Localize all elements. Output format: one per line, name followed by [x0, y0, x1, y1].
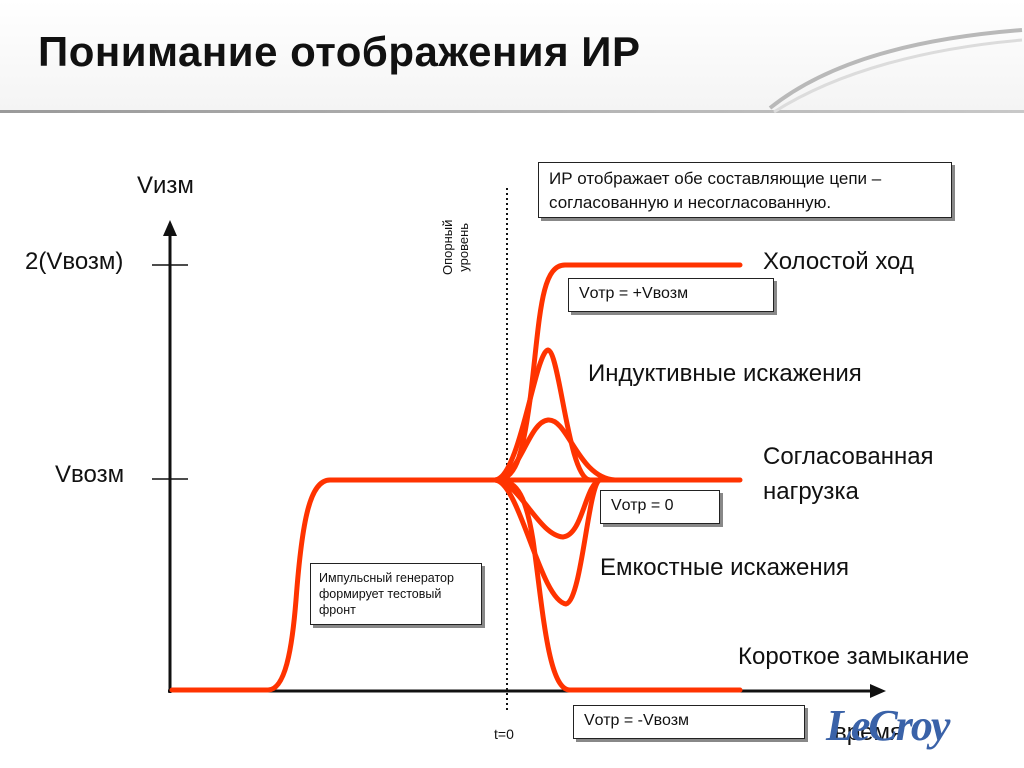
- trace-capacitive-large: [492, 477, 603, 607]
- curve-label-capacitive: Емкостные искажения: [600, 554, 849, 581]
- trace-capacitive-small: [492, 477, 603, 540]
- reference-level-line1: Опорный: [440, 219, 455, 275]
- page-title: Понимание отображения ИР: [38, 28, 641, 75]
- tick-label-v: Vвозм: [55, 461, 125, 488]
- curve-label-inductive: Индуктивные искажения: [588, 360, 862, 387]
- v-open-box: Vотр = +Vвозм: [568, 278, 774, 312]
- curve-label-matched-1: Согласованная: [763, 443, 934, 470]
- y-axis-arrow-icon: [163, 220, 177, 236]
- generator-box: Импульсный генератор формирует тестовый …: [310, 563, 482, 625]
- trace-incident-step: [169, 477, 498, 693]
- generator-box-line3: фронт: [319, 603, 356, 617]
- v-open-text: Vотр = +Vвозм: [579, 285, 689, 302]
- tick-label-2v: 2(Vвозм): [25, 248, 124, 275]
- reference-level-label: Опорный уровень: [440, 220, 472, 275]
- y-axis-label: Vизм: [137, 172, 194, 199]
- v-short-box: Vотр = -Vвозм: [573, 705, 805, 739]
- v-matched-box: Vотр = 0: [600, 490, 720, 524]
- reference-level-line2: уровень: [456, 222, 471, 272]
- trace-inductive-large: [492, 347, 593, 483]
- v-short-text: Vотр = -Vвозм: [584, 712, 690, 729]
- curve-label-open: Холостой ход: [763, 248, 914, 275]
- x-axis-label: время: [834, 719, 903, 746]
- v-matched-text: Vотр = 0: [611, 497, 674, 514]
- t0-label: t=0: [494, 726, 514, 742]
- curve-label-matched-2: нагрузка: [763, 478, 859, 505]
- x-axis-arrow-icon: [870, 684, 886, 698]
- info-box: ИР отображает обе составляющие цепи – со…: [538, 162, 952, 218]
- swoosh-decoration-icon: [768, 28, 1023, 114]
- header-band: [0, 0, 1024, 112]
- generator-box-line1: Импульсный генератор: [319, 571, 454, 585]
- info-box-line2: согласованную и несогласованную.: [549, 193, 832, 212]
- header-rule: [0, 110, 1024, 113]
- lecroy-logo: LeCroy: [826, 701, 950, 750]
- curve-label-short: Короткое замыкание: [738, 643, 970, 670]
- generator-box-line2: формирует тестовый: [319, 587, 442, 601]
- info-box-line1: ИР отображает обе составляющие цепи –: [549, 169, 882, 188]
- trace-inductive-small: [492, 417, 618, 483]
